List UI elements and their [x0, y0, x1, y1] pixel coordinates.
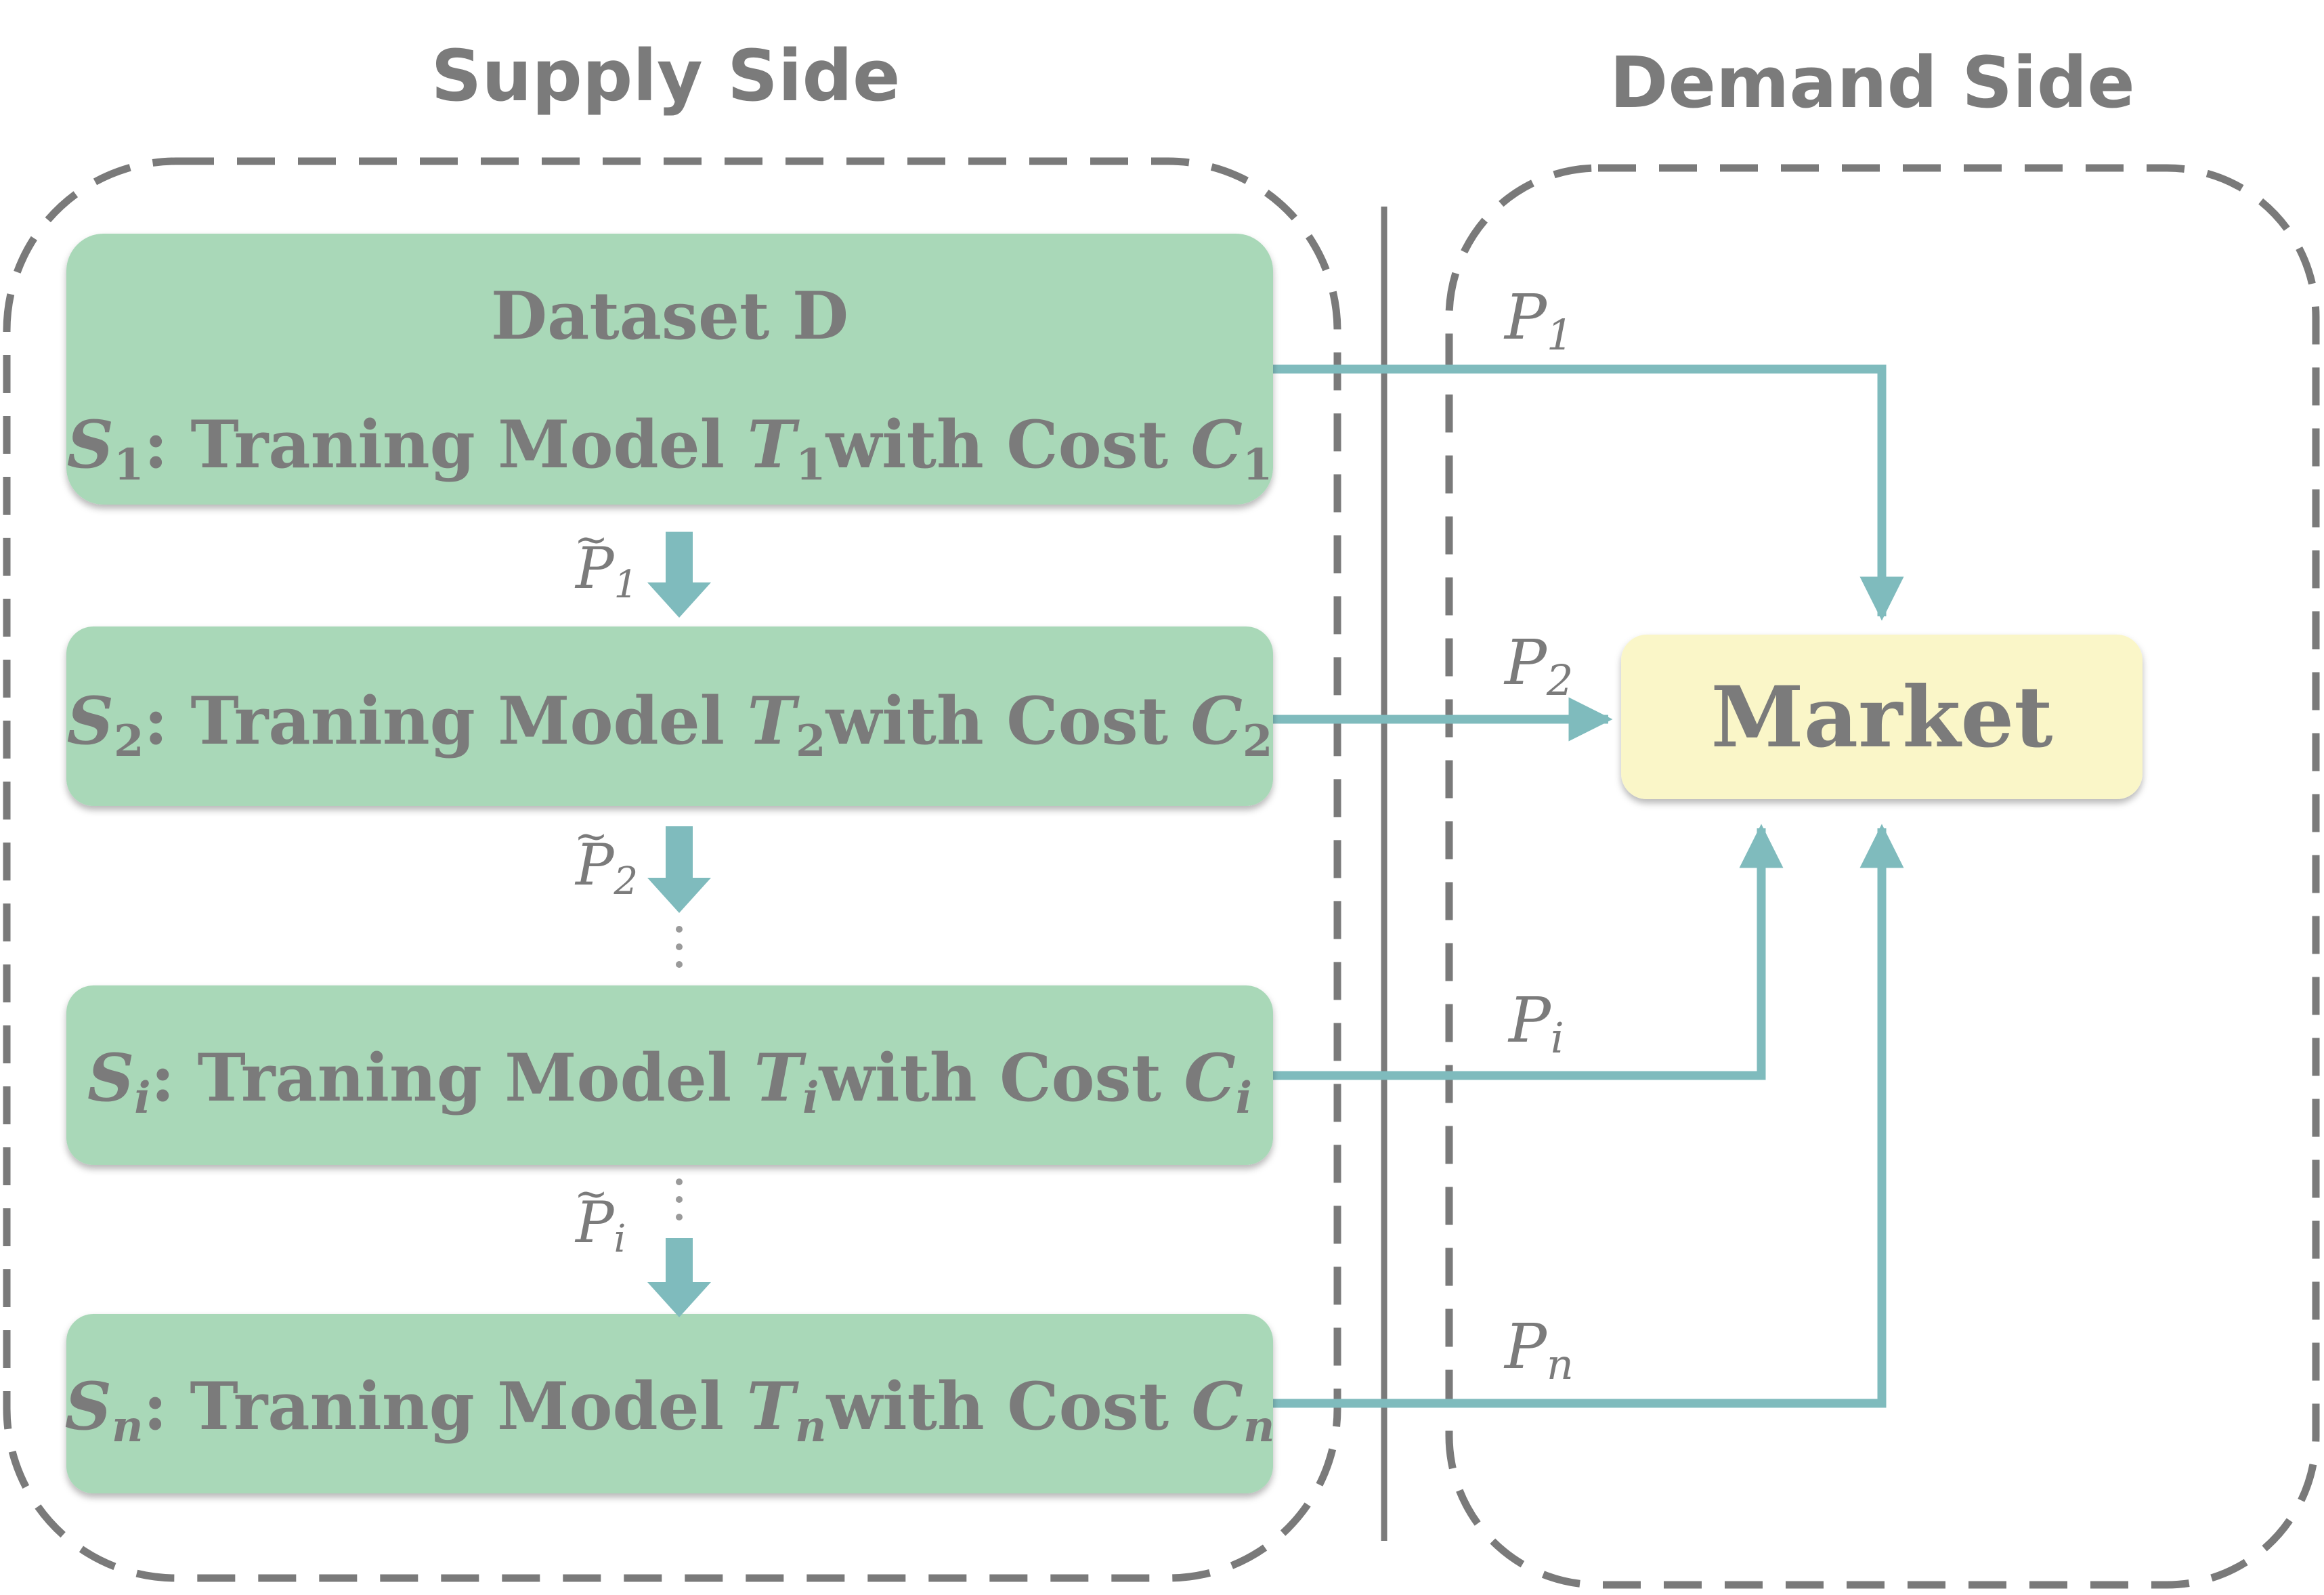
svg-text:Pi: Pi — [574, 1189, 626, 1261]
svg-text:P2: P2 — [574, 832, 638, 903]
transfer-arrow-2 — [647, 826, 711, 913]
stage-box-n — [66, 1314, 1273, 1493]
tilde-mark: ~ — [574, 1170, 608, 1218]
connector-pi — [1273, 824, 1784, 1080]
price-label-p2: P2 — [1503, 626, 1573, 705]
transfer-arrow-i — [647, 1238, 711, 1317]
transfer-price-i: ~ Pi — [574, 1170, 626, 1261]
market-label: Market — [1710, 668, 2052, 767]
stage-1-label: S1: Traning Model T1with Cost C1 — [67, 406, 1273, 490]
transfer-arrows — [647, 532, 711, 1317]
dataset-label: Dataset D — [491, 278, 848, 354]
price-label-pi: Pi — [1507, 984, 1564, 1063]
price-label-pn: Pn — [1503, 1311, 1574, 1389]
transfer-arrow-1 — [647, 532, 711, 618]
supply-side-container — [3, 157, 1341, 1582]
ellipsis-dot — [676, 943, 683, 950]
price-label-p1: P1 — [1503, 281, 1573, 360]
ellipsis-dots — [676, 926, 683, 1220]
svg-text:P1: P1 — [574, 535, 638, 607]
transfer-price-2: ~ P2 — [574, 813, 638, 903]
stage-box-i — [66, 985, 1273, 1165]
ellipsis-dot — [676, 1178, 683, 1185]
tilde-mark: ~ — [574, 813, 608, 860]
ellipsis-dot — [676, 926, 683, 933]
ellipsis-dot — [676, 1214, 683, 1220]
connector-pn — [1273, 824, 1904, 1408]
transfer-price-1: ~ P1 — [574, 516, 638, 607]
market-box — [1621, 635, 2143, 799]
tilde-mark: ~ — [574, 516, 608, 563]
demand-side-header: Demand Side — [1610, 41, 2135, 124]
stage-box-1 — [66, 234, 1273, 505]
demand-side-container — [1445, 164, 2320, 1589]
supply-side-header: Supply Side — [431, 35, 900, 117]
stage-2-label: S2: Traning Model T2with Cost C2 — [67, 683, 1273, 767]
ellipsis-dot — [676, 961, 683, 968]
stage-box-2 — [66, 626, 1273, 806]
price-connectors — [1273, 364, 1904, 1408]
stage-i-label: Si: Traning Model Tiwith Cost Ci — [87, 1040, 1252, 1124]
stage-n-label: Sn: Traning Model Tnwith Cost Cn — [65, 1368, 1275, 1452]
ellipsis-dot — [676, 1196, 683, 1203]
connector-p1 — [1273, 364, 1904, 621]
